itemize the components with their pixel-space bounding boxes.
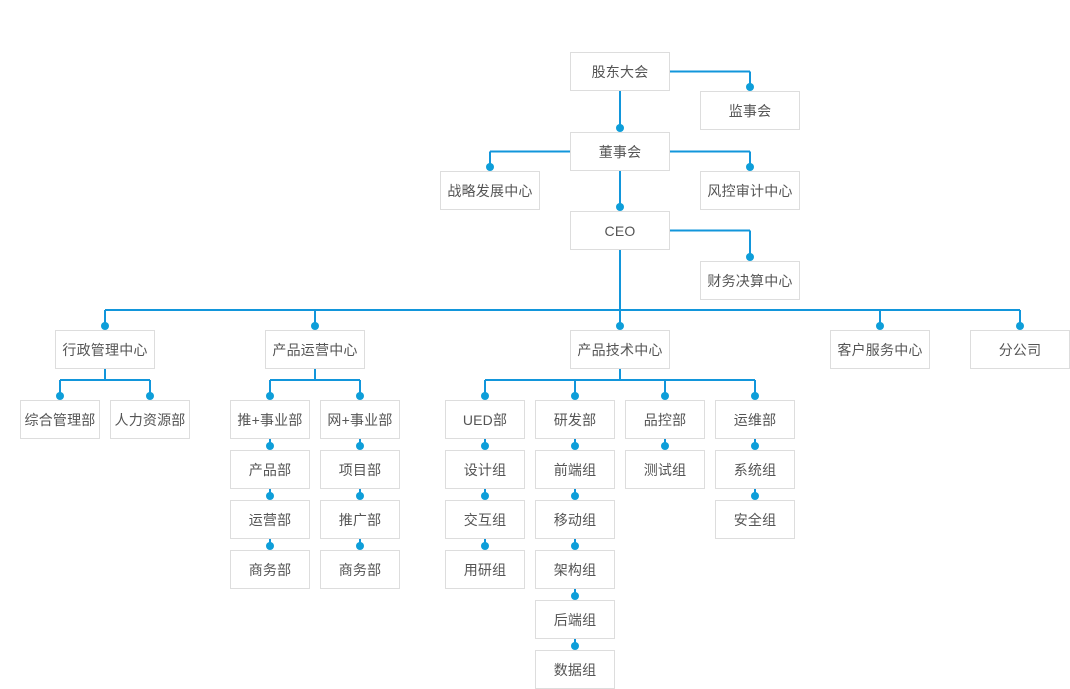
org-node-label: 分公司 (998, 341, 1042, 358)
org-node-label: 数据组 (553, 661, 597, 678)
org-node-design-group[interactable]: 设计组 (445, 450, 525, 489)
org-node-supervisors[interactable]: 监事会 (700, 91, 800, 130)
org-node-label: 股东大会 (591, 63, 649, 80)
org-node-general-admin[interactable]: 综合管理部 (20, 400, 100, 439)
org-node-business-dept-2[interactable]: 商务部 (320, 550, 400, 589)
org-node-label: 财务决算中心 (707, 272, 793, 289)
org-node-architecture-grp[interactable]: 架构组 (535, 550, 615, 589)
org-node-business-dept-1[interactable]: 商务部 (230, 550, 310, 589)
org-node-label: 风控审计中心 (707, 182, 793, 199)
org-node-strategy-center[interactable]: 战略发展中心 (440, 171, 540, 210)
org-node-data-group[interactable]: 数据组 (535, 650, 615, 689)
org-node-risk-audit[interactable]: 风控审计中心 (700, 171, 800, 210)
org-node-tui-bu[interactable]: 推+事业部 (230, 400, 310, 439)
org-node-label: 商务部 (248, 561, 292, 578)
org-node-label: 推+事业部 (237, 411, 303, 428)
org-node-test-group[interactable]: 测试组 (625, 450, 705, 489)
org-node-label: 综合管理部 (24, 411, 96, 428)
org-node-label: 项目部 (338, 461, 382, 478)
org-node-label: 董事会 (598, 143, 642, 160)
org-node-label: 用研组 (463, 561, 507, 578)
org-node-label: 系统组 (733, 461, 777, 478)
org-node-operations-dept[interactable]: 运营部 (230, 500, 310, 539)
org-node-label: 交互组 (463, 511, 507, 528)
org-node-ceo[interactable]: CEO (570, 211, 670, 250)
org-node-label: CEO (604, 222, 636, 239)
org-node-label: 网+事业部 (327, 411, 393, 428)
org-node-qa-dept[interactable]: 品控部 (625, 400, 705, 439)
org-node-customer-service[interactable]: 客户服务中心 (830, 330, 930, 369)
org-node-frontend-group[interactable]: 前端组 (535, 450, 615, 489)
org-node-label: UED部 (462, 411, 508, 428)
org-node-promotion-dept[interactable]: 推广部 (320, 500, 400, 539)
org-node-label: 研发部 (553, 411, 597, 428)
org-node-label: 客户服务中心 (837, 341, 923, 358)
org-node-label: 运营部 (248, 511, 292, 528)
org-node-ued-dept[interactable]: UED部 (445, 400, 525, 439)
org-node-interaction-group[interactable]: 交互组 (445, 500, 525, 539)
org-node-label: 后端组 (553, 611, 597, 628)
org-node-human-resources[interactable]: 人力资源部 (110, 400, 190, 439)
org-node-label: 架构组 (553, 561, 597, 578)
org-node-label: 安全组 (733, 511, 777, 528)
org-node-label: 战略发展中心 (447, 182, 533, 199)
org-node-label: 前端组 (553, 461, 597, 478)
org-node-branch-company[interactable]: 分公司 (970, 330, 1070, 369)
org-node-label: 人力资源部 (114, 411, 186, 428)
org-node-board[interactable]: 董事会 (570, 132, 670, 171)
org-node-wang-bu[interactable]: 网+事业部 (320, 400, 400, 439)
org-node-shareholders[interactable]: 股东大会 (570, 52, 670, 91)
org-node-admin-center[interactable]: 行政管理中心 (55, 330, 155, 369)
org-node-backend-group[interactable]: 后端组 (535, 600, 615, 639)
org-node-label: 产品技术中心 (577, 341, 663, 358)
org-node-system-group[interactable]: 系统组 (715, 450, 795, 489)
org-node-security-group[interactable]: 安全组 (715, 500, 795, 539)
org-node-label: 移动组 (553, 511, 597, 528)
org-node-label: 产品运营中心 (272, 341, 358, 358)
org-node-product-ops[interactable]: 产品运营中心 (265, 330, 365, 369)
org-node-product-tech[interactable]: 产品技术中心 (570, 330, 670, 369)
org-node-finance-center[interactable]: 财务决算中心 (700, 261, 800, 300)
org-node-label: 运维部 (733, 411, 777, 428)
org-node-label: 推广部 (338, 511, 382, 528)
org-node-ops-dept[interactable]: 运维部 (715, 400, 795, 439)
org-node-label: 行政管理中心 (62, 341, 148, 358)
org-node-label: 品控部 (643, 411, 687, 428)
org-node-label: 测试组 (643, 461, 687, 478)
org-node-project-dept[interactable]: 项目部 (320, 450, 400, 489)
org-node-mobile-group[interactable]: 移动组 (535, 500, 615, 539)
org-node-product-dept[interactable]: 产品部 (230, 450, 310, 489)
org-node-label: 商务部 (338, 561, 382, 578)
org-node-label: 设计组 (463, 461, 507, 478)
org-node-label: 产品部 (248, 461, 292, 478)
org-node-label: 监事会 (728, 102, 772, 119)
org-node-rd-dept[interactable]: 研发部 (535, 400, 615, 439)
org-node-user-research[interactable]: 用研组 (445, 550, 525, 589)
